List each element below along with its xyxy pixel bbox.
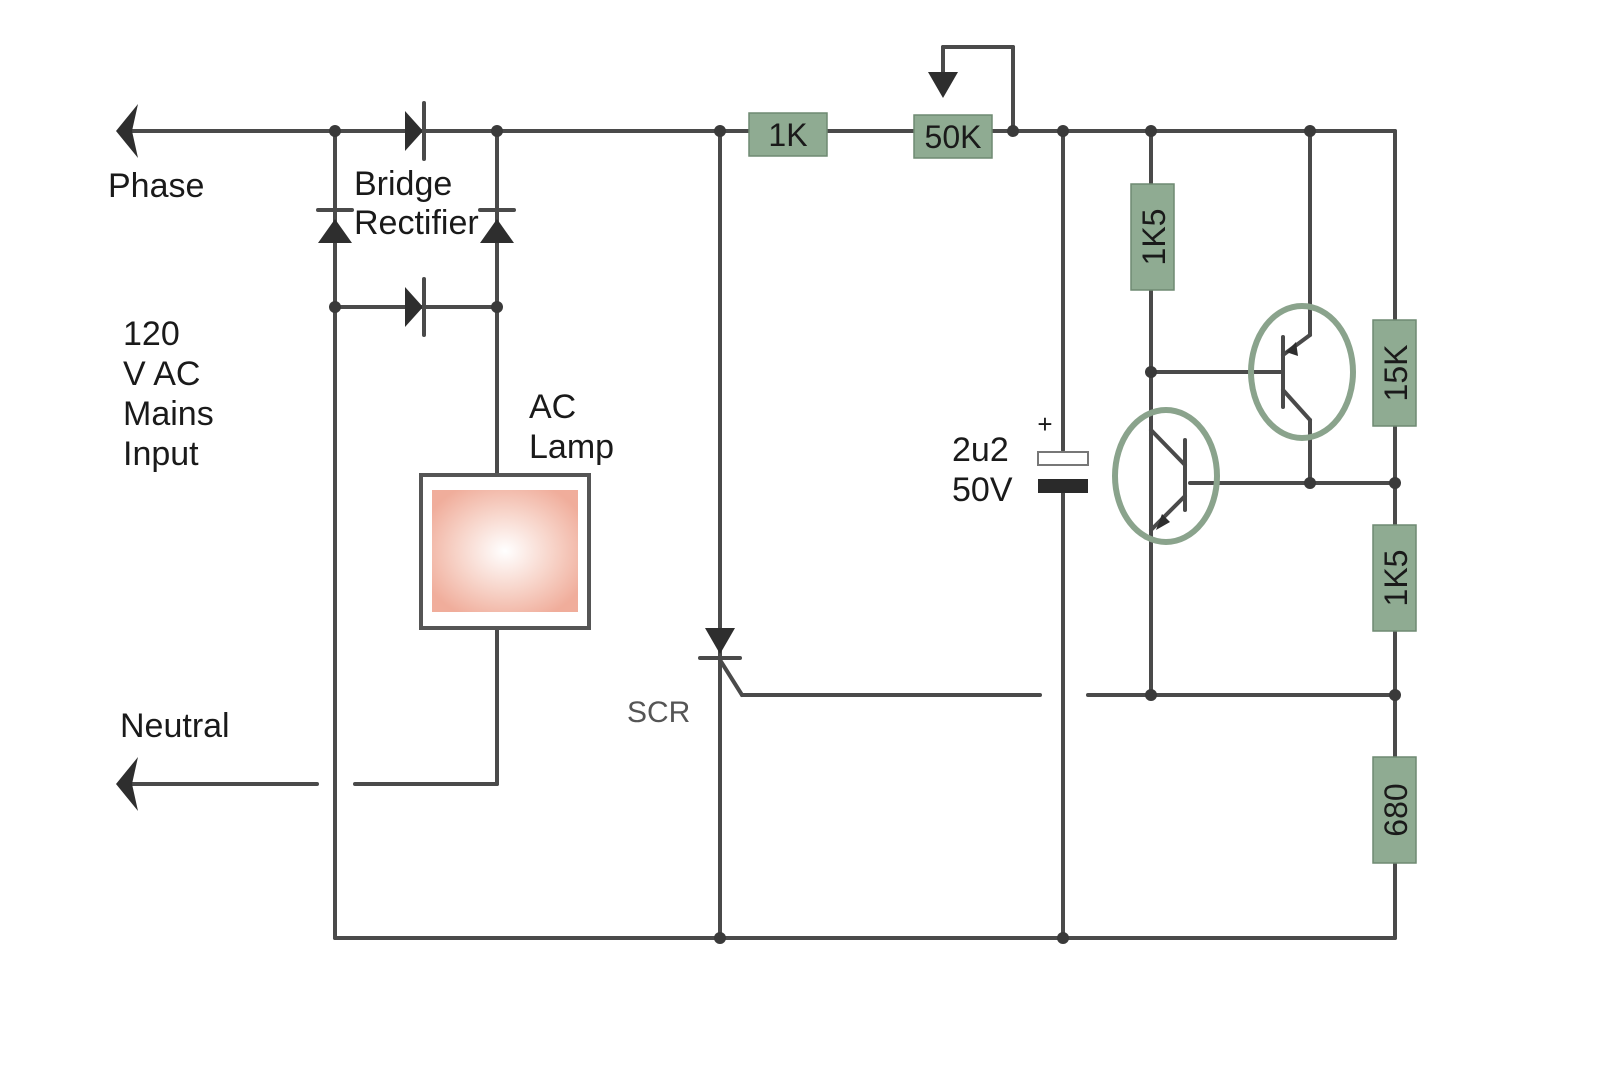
- phase-label: Phase: [108, 167, 204, 205]
- bridge-label-line1: Bridge: [354, 165, 452, 203]
- lamp-label-line1: AC: [529, 388, 576, 426]
- capacitor-voltage-label: 50V: [952, 471, 1013, 509]
- resistor-r3: 1K5: [1130, 183, 1175, 291]
- junction-dots: [329, 125, 1401, 944]
- input-label-line4: Input: [123, 435, 199, 473]
- diode-left: [316, 208, 354, 243]
- resistor-pot: 50K: [913, 114, 993, 159]
- phase-arrow-icon: [116, 104, 138, 158]
- resistor-r4: 15K: [1372, 319, 1417, 427]
- resistor-r5-label: 1K5: [1378, 550, 1414, 607]
- input-label-line2: V AC: [123, 355, 200, 393]
- input-label-line3: Mains: [123, 395, 214, 433]
- resistor-r4-label: 15K: [1378, 345, 1414, 402]
- resistor-r3-label: 1K5: [1136, 209, 1172, 266]
- capacitor-plus-label: +: [1037, 409, 1052, 439]
- resistor-r5: 1K5: [1372, 524, 1417, 632]
- neutral-arrow-icon: [116, 757, 138, 811]
- capacitor: [1037, 451, 1089, 493]
- resistor-r6-label: 680: [1378, 783, 1414, 836]
- lamp-label-line2: Lamp: [529, 428, 614, 466]
- diode-bottom: [405, 277, 426, 337]
- resistor-r1: 1K: [748, 112, 828, 157]
- pot-wiper-arrow-icon: [928, 72, 958, 98]
- input-label-line1: 120: [123, 315, 180, 353]
- npn-transistor: [1112, 407, 1220, 545]
- wires: [128, 45, 1397, 940]
- resistor-pot-label: 50K: [925, 119, 982, 155]
- diode-top: [405, 101, 426, 161]
- scr-label: SCR: [627, 696, 690, 729]
- pnp-transistor: [1248, 303, 1356, 441]
- resistor-r6: 680: [1372, 756, 1417, 864]
- ac-lamp: [419, 473, 591, 630]
- neutral-label: Neutral: [120, 707, 230, 745]
- capacitor-value-label: 2u2: [952, 431, 1009, 469]
- diode-right: [478, 208, 516, 243]
- resistor-r1-label: 1K: [768, 117, 807, 153]
- bridge-label-line2: Rectifier: [354, 204, 479, 242]
- scr-symbol: [698, 628, 742, 660]
